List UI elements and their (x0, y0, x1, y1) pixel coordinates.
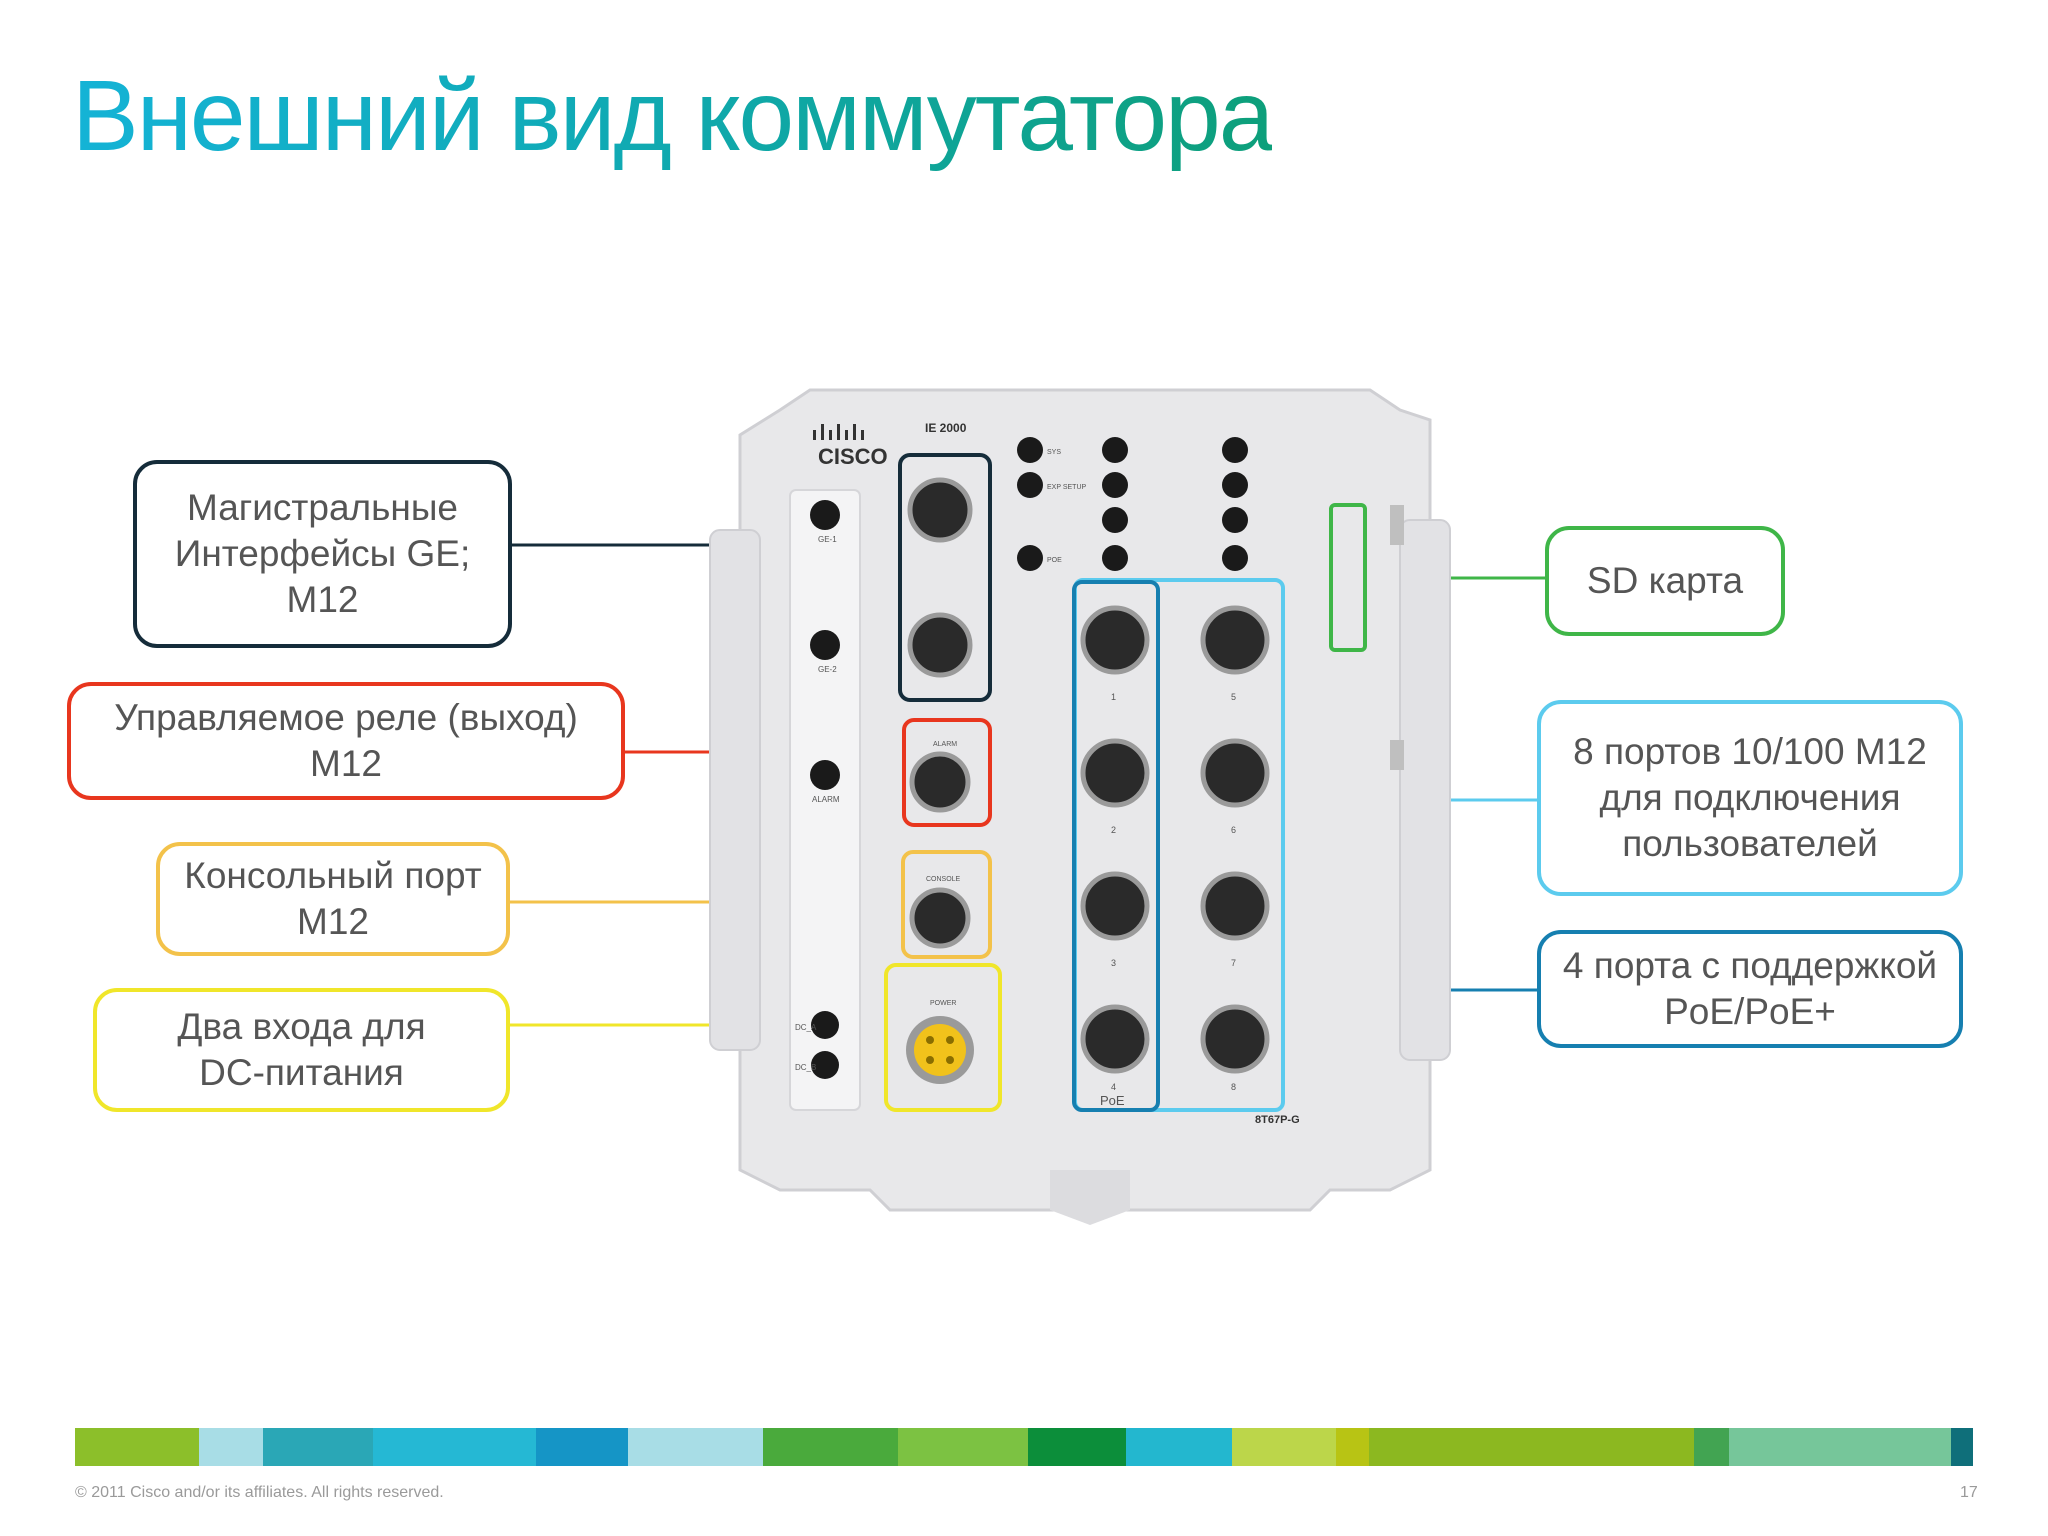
user-port-4 (1080, 1004, 1150, 1074)
port-number-4: 4 (1111, 1082, 1116, 1092)
callout-user-ports: 8 портов 10/100 M12 для подключения поль… (1537, 700, 1963, 896)
highlight-ge (898, 453, 992, 702)
label-alarm-port: ALARM (933, 741, 957, 748)
port-number-5: 5 (1231, 692, 1236, 702)
cisco-logo-icon (813, 424, 864, 440)
callout-poe-ports: 4 порта с поддержкой PoE/PoE+ (1537, 930, 1963, 1048)
brand-name: CISCO (818, 444, 888, 469)
highlight-relay (902, 718, 992, 827)
slide-title: Внешний вид коммутатора (72, 56, 1274, 176)
highlight-sd (1329, 503, 1367, 652)
ge-port-2 (907, 612, 973, 678)
user-port-6 (1200, 738, 1270, 808)
label-poe-led: POE (1047, 557, 1062, 564)
user-port-5 (1200, 605, 1270, 675)
model-sku: 8T67P-G (1255, 1114, 1300, 1126)
highlight-ports (1073, 578, 1285, 1112)
label-dca: DC_A (795, 1023, 817, 1032)
copyright-text: © 2011 Cisco and/or its affiliates. All … (75, 1484, 444, 1501)
power-port (906, 1016, 974, 1084)
port-number-8: 8 (1231, 1082, 1236, 1092)
port-number-1: 1 (1111, 692, 1116, 702)
label-poe-bottom: PoE (1100, 1093, 1125, 1108)
user-port-3 (1080, 871, 1150, 941)
port-number-7: 7 (1231, 958, 1236, 968)
console-port (909, 887, 971, 949)
callout-console: Консольный порт M12 (156, 842, 510, 956)
user-port-1 (1080, 605, 1150, 675)
switch-illustration: GE-1 GE-2 ALARM DC_A DC_B CISCO IE 2000 … (709, 388, 1451, 1225)
user-port-2 (1080, 738, 1150, 808)
user-port-8 (1200, 1004, 1270, 1074)
port-number-2: 2 (1111, 825, 1116, 835)
label-console: CONSOLE (926, 876, 961, 883)
led-alarm (810, 760, 840, 790)
highlight-poe (1072, 580, 1160, 1112)
label-power: POWER (930, 1000, 956, 1007)
led-ge2 (810, 630, 840, 660)
callout-sd-card: SD карта (1545, 526, 1785, 636)
callout-relay: Управляемое реле (выход) M12 (67, 682, 625, 800)
label-ge1: GE-1 (818, 535, 837, 544)
label-alarm-led: ALARM (812, 795, 840, 804)
user-port-7 (1200, 871, 1270, 941)
switch-body (738, 388, 1432, 1212)
status-leds (1017, 437, 1248, 571)
ge-port-1 (907, 477, 973, 543)
label-sys: SYS (1047, 449, 1061, 456)
port-number-6: 6 (1231, 825, 1236, 835)
label-exp-setup: EXP SETUP (1047, 484, 1086, 491)
highlight-console (901, 850, 992, 959)
label-dcb: DC_B (795, 1063, 816, 1072)
footer-color-bar (75, 1428, 1973, 1466)
highlight-dc (884, 963, 1002, 1112)
page-number: 17 (1960, 1484, 1978, 1501)
led-dca (811, 1011, 839, 1039)
callout-dc-power: Два входа для DC-питания (93, 988, 510, 1112)
port-number-3: 3 (1111, 958, 1116, 968)
callout-ge-interfaces: Магистральные Интерфейсы GE; M12 (133, 460, 512, 648)
alarm-port (909, 751, 971, 813)
led-dcb (811, 1051, 839, 1079)
model-name: IE 2000 (925, 421, 967, 435)
led-ge1 (810, 500, 840, 530)
label-ge2: GE-2 (818, 665, 837, 674)
